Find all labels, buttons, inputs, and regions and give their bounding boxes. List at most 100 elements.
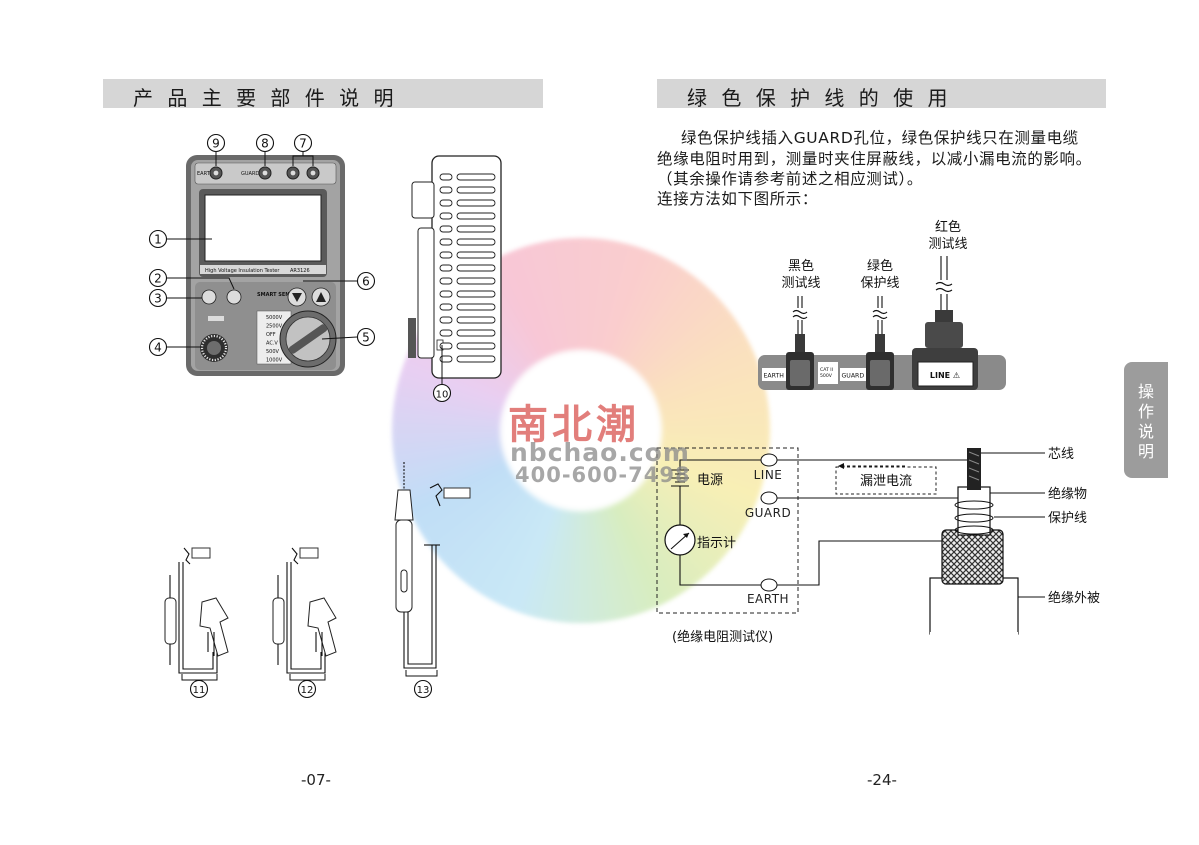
callout-5: 5 [321,327,376,347]
range-5000v: 5000V [266,315,283,321]
callout-3: 3 [148,288,202,308]
paragraph-line-2: 绝缘电阻时用到，测量时夹住屏蔽线，以减小漏电流的影响。 [657,150,1092,168]
svg-text:4: 4 [154,341,162,355]
line-terminal-label: LINE [754,468,783,482]
hold-button [201,289,217,305]
side-grip-slot [439,329,453,337]
range-acv: AC.V [266,341,278,347]
svg-text:9: 9 [212,137,220,151]
down-triangle-icon [292,293,302,302]
callout-10: 10 [432,345,452,403]
side-grip-slot [439,212,453,220]
svg-text:8: 8 [261,137,269,151]
svg-text:2: 2 [154,272,162,286]
side-grip-slot [439,251,453,259]
callout-7: 7 [292,133,314,166]
earth-terminal-label: EARTH [197,171,214,177]
tester-side-view [408,155,502,379]
leakage-current-indicator [835,463,937,495]
up-triangle-icon [316,292,326,302]
side-vent-slot [456,342,496,350]
model-number: AR3126 [290,268,310,274]
svg-text:3: 3 [154,292,162,306]
side-vent-slot [456,173,496,181]
terminal-strip: EARTH GUARD [194,162,337,185]
tester-boundary [656,447,799,614]
black-test-lead-connector [786,296,814,390]
earth-terminal [760,578,778,592]
svg-text:10: 10 [436,390,449,401]
range-1000v: 1000V [266,358,283,364]
side-vent-slot [456,303,496,311]
side-vent-slot [456,355,496,363]
side-vent-slot [456,290,496,298]
cable-illustration [929,448,1019,636]
lcd-display: High Voltage Insulation Tester AR3126 [199,189,327,277]
line-terminal [760,453,778,467]
side-grip-slot [439,303,453,311]
paragraph-line-4: 连接方法如下图所示： [657,190,819,208]
brand-logo: SMART SENSOR [257,292,301,298]
guard-terminal-label: GUARD [745,506,791,520]
control-panel: SMART SENSOR 5000V 2500V OFF AC.V 500V 1… [195,282,337,370]
range-off: OFF [266,332,276,338]
callout-8: 8 [255,133,275,166]
cable-insulation-label: 绝缘物 [1048,486,1087,502]
model-caption: High Voltage Insulation Tester [205,268,280,274]
svg-text:13: 13 [417,685,430,696]
side-vent-slot [456,316,496,324]
side-vent-slot [456,212,496,220]
leakage-current-label: 漏泄电流 [860,473,912,489]
svg-text:6: 6 [362,275,370,289]
red-test-lead-connector: LINE ⚠ [912,256,978,390]
connector-diagram: 红色 测试线 黑色 测试线 绿色 保护线 EARTH CAT II 500V G… [758,219,1006,390]
callout-1: 1 [148,229,212,249]
side-grip-slot [439,290,453,298]
callout-4: 4 [148,337,201,357]
green-lead-label-line1: 绿色 [867,258,893,274]
test-knob [200,334,228,362]
left-page-number: -07- [301,771,331,789]
panel-guard-label: GUARD [842,373,865,380]
side-vent-slot [456,329,496,337]
side-grip-slot [439,316,453,324]
svg-text:12: 12 [301,685,314,696]
left-section-title: 产 品 主 要 部 件 说 明 [133,86,398,110]
svg-text:11: 11 [193,685,206,696]
left-section-header: 产 品 主 要 部 件 说 明 [103,79,543,110]
red-lead-label-line2: 测试线 [928,237,967,252]
black-lead-label-line2: 测试线 [781,276,820,291]
side-vent-slot [456,225,496,233]
meter-label: 指示计 [697,536,736,551]
side-vent-slot [456,186,496,194]
rotary-selector [279,310,337,368]
tester-front-view: EARTH GUARD High Voltage Insulation Test… [186,155,345,376]
panel-earth-label: EARTH [764,373,785,380]
callout-12: 12 [297,679,317,699]
side-grip-slot [439,225,453,233]
side-grip-slot [439,342,453,350]
insulation-circuit-diagram: 电源 指示计 LINE GUARD EARTH 漏泄电流 [656,447,1100,645]
side-grip-slot [439,186,453,194]
black-lead-label-line1: 黑色 [788,258,814,274]
callout-13: 13 [413,679,433,699]
watermark-phone: 400-600-7498 [515,463,691,487]
chapter-side-tab-label: 操作说明 [1137,382,1154,461]
callout-6: 6 [303,271,376,291]
green-lead-label-line2: 保护线 [860,276,899,291]
power-source-label: 电源 [697,473,723,488]
callout-2: 2 [148,268,235,290]
circuit-caption: (绝缘电阻测试仪) [672,629,773,645]
cable-core-label: 芯线 [1048,447,1074,462]
red-lead-label-line1: 红色 [935,219,961,235]
side-grip-slot [439,264,453,272]
side-vent-slot [456,238,496,246]
cable-shield-label: 保护线 [1048,511,1087,526]
guard-terminal-label: GUARD [241,171,259,177]
side-vent-slot [456,251,496,259]
right-page-number: -24- [867,771,897,789]
panel-line-label: LINE ⚠ [930,371,960,380]
test-lead-set-11 [164,547,229,681]
side-grip-slot [439,199,453,207]
